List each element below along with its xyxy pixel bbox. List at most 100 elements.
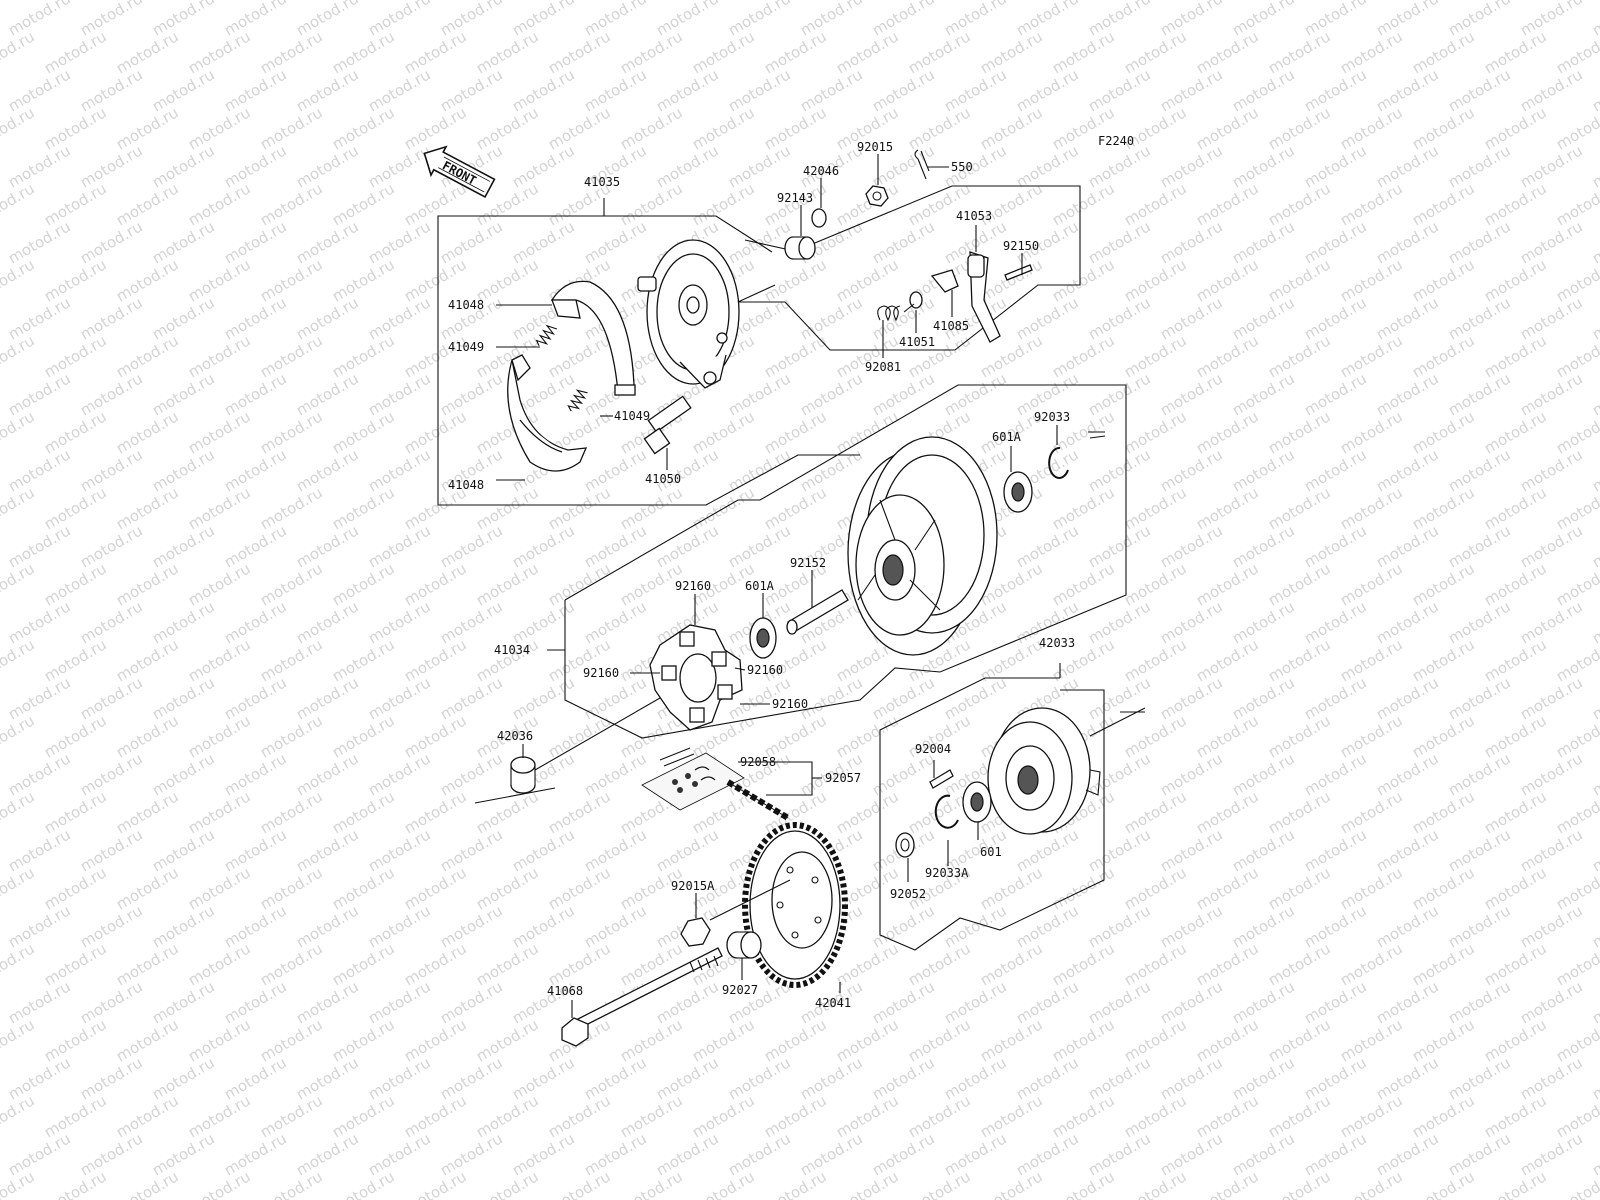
watermark-text: motod.ru (1445, 369, 1514, 419)
watermark-text: motod.ru (365, 825, 434, 875)
watermark-text: motod.ru (1301, 825, 1370, 875)
label-92160-bottom: 92160 (772, 697, 808, 711)
watermark-text: motod.ru (257, 483, 326, 533)
watermark-text: motod.ru (41, 331, 110, 381)
watermark-text: motod.ru (1445, 65, 1514, 115)
watermark-text: motod.ru (725, 445, 794, 495)
watermark-text: motod.ru (0, 1091, 38, 1141)
watermark-text: motod.ru (941, 1053, 1010, 1103)
watermark-text: motod.ru (833, 179, 902, 229)
watermark-text: motod.ru (329, 407, 398, 457)
watermark-text: motod.ru (185, 787, 254, 837)
watermark-text: motod.ru (653, 825, 722, 875)
watermark-text: motod.ru (221, 293, 290, 343)
watermark-text: motod.ru (473, 787, 542, 837)
watermark-text: motod.ru (41, 1091, 110, 1141)
watermark-text: motod.ru (509, 597, 578, 647)
watermark-text: motod.ru (401, 1167, 470, 1200)
watermark-text: motod.ru (221, 1053, 290, 1103)
watermark-text: motod.ru (1157, 1129, 1226, 1179)
watermark-text: motod.ru (185, 483, 254, 533)
watermark-text: motod.ru (113, 331, 182, 381)
watermark-text: motod.ru (1481, 331, 1550, 381)
watermark-text: motod.ru (581, 901, 650, 951)
watermark-text: motod.ru (365, 521, 434, 571)
watermark-text: motod.ru (0, 863, 38, 913)
label-41035: 41035 (584, 175, 620, 189)
watermark-text: motod.ru (617, 1167, 686, 1200)
watermark-text: motod.ru (1445, 673, 1514, 723)
watermark-text: motod.ru (329, 711, 398, 761)
watermark-text: motod.ru (1229, 749, 1298, 799)
watermark-text: motod.ru (1445, 0, 1514, 39)
watermark-text: motod.ru (0, 65, 2, 115)
watermark-text: motod.ru (1373, 65, 1442, 115)
watermark-text: motod.ru (1121, 27, 1190, 77)
watermark-text: motod.ru (329, 255, 398, 305)
watermark-text: motod.ru (5, 445, 74, 495)
watermark-text: motod.ru (1337, 559, 1406, 609)
watermark-text: motod.ru (257, 103, 326, 153)
watermark-text: motod.ru (437, 217, 506, 267)
watermark-text: motod.ru (1589, 65, 1600, 115)
watermark-text: motod.ru (617, 179, 686, 229)
watermark-text: motod.ru (473, 103, 542, 153)
watermark-text: motod.ru (113, 1091, 182, 1141)
watermark-text: motod.ru (1121, 787, 1190, 837)
watermark-text: motod.ru (545, 483, 614, 533)
watermark-text: motod.ru (0, 1053, 2, 1103)
watermark-text: motod.ru (437, 369, 506, 419)
watermark-text: motod.ru (1085, 597, 1154, 647)
watermark-text: motod.ru (0, 711, 38, 761)
watermark-text: motod.ru (329, 1167, 398, 1200)
watermark-text: motod.ru (581, 1129, 650, 1179)
watermark-text: motod.ru (365, 293, 434, 343)
watermark-text: motod.ru (617, 483, 686, 533)
watermark-text: motod.ru (473, 939, 542, 989)
watermark-text: motod.ru (1409, 483, 1478, 533)
watermark-text: motod.ru (1517, 977, 1586, 1027)
label-92081: 92081 (865, 360, 901, 374)
wear-indicator-part (930, 269, 959, 293)
watermark-text: motod.ru (113, 863, 182, 913)
circlip-part (1048, 446, 1069, 479)
watermark-text: motod.ru (833, 939, 902, 989)
sprocket-hub-part (987, 707, 1101, 835)
watermark-text: motod.ru (581, 1053, 650, 1103)
watermark-text: motod.ru (365, 673, 434, 723)
watermark-text: motod.ru (1409, 331, 1478, 381)
watermark-text: motod.ru (1301, 65, 1370, 115)
watermark-text: motod.ru (257, 179, 326, 229)
watermark-text: motod.ru (1085, 141, 1154, 191)
watermark-text: motod.ru (1337, 331, 1406, 381)
watermark-text: motod.ru (437, 1053, 506, 1103)
watermark-text: motod.ru (1517, 141, 1586, 191)
sprocket-nut-part (680, 879, 791, 947)
watermark-text: motod.ru (185, 559, 254, 609)
watermark-text: motod.ru (1049, 255, 1118, 305)
watermark-text: motod.ru (581, 521, 650, 571)
watermark-text: motod.ru (1049, 559, 1118, 609)
label-92160-top: 92160 (675, 579, 711, 593)
watermark-text: motod.ru (1193, 635, 1262, 685)
watermark-text: motod.ru (1589, 521, 1600, 571)
watermark-text: motod.ru (0, 483, 38, 533)
watermark-text: motod.ru (1085, 825, 1154, 875)
watermark-text: motod.ru (1229, 217, 1298, 267)
watermark-text: motod.ru (473, 559, 542, 609)
watermark-text: motod.ru (257, 711, 326, 761)
watermark-text: motod.ru (0, 179, 38, 229)
label-92160-left: 92160 (583, 666, 619, 680)
watermark-text: motod.ru (1229, 65, 1298, 115)
watermark-text: motod.ru (1013, 977, 1082, 1027)
watermark-text: motod.ru (293, 65, 362, 115)
watermark-text: motod.ru (1337, 635, 1406, 685)
watermark-text: motod.ru (1373, 141, 1442, 191)
watermark-text: motod.ru (689, 1015, 758, 1065)
watermark-text: motod.ru (653, 0, 722, 39)
watermark-text: motod.ru (1193, 1091, 1262, 1141)
watermark-text: motod.ru (1229, 445, 1298, 495)
watermark-text: motod.ru (1265, 1167, 1334, 1200)
watermark-text: motod.ru (1085, 521, 1154, 571)
watermark-text: motod.ru (149, 749, 218, 799)
